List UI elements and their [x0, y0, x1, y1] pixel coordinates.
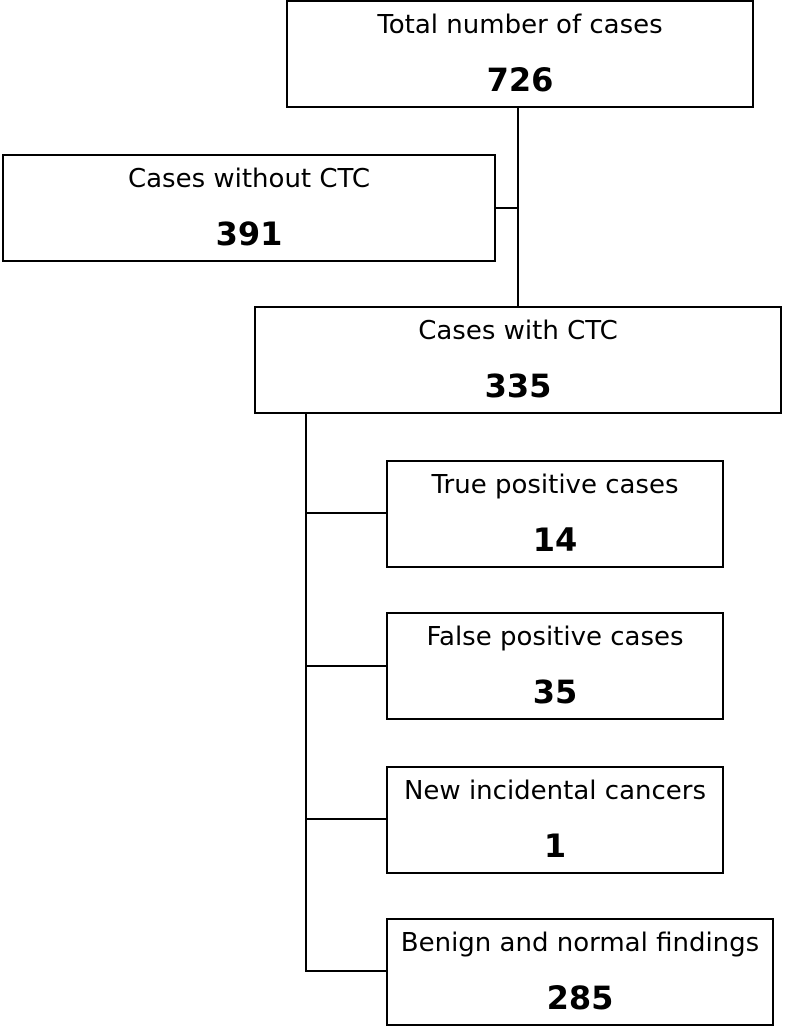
connector-branch-without-ctc: [496, 207, 518, 209]
node-cases-without-ctc: Cases without CTC 391: [2, 154, 496, 262]
connector-branch-true-positive: [305, 512, 386, 514]
node-new-incidental-cancers: New incidental cancers 1: [386, 766, 724, 874]
node-cases-with-ctc: Cases with CTC 335: [254, 306, 782, 414]
connector-with-ctc-trunk: [305, 414, 307, 971]
node-total-cases: Total number of cases 726: [286, 0, 754, 108]
node-true-positive: True positive cases 14: [386, 460, 724, 568]
node-false-positive: False positive cases 35: [386, 612, 724, 720]
connector-branch-new-incidental: [305, 818, 386, 820]
connector-branch-benign-normal: [305, 970, 386, 972]
node-true-positive-label: True positive cases: [431, 470, 679, 500]
node-cases-with-ctc-count: 335: [484, 367, 552, 405]
node-false-positive-label: False positive cases: [426, 622, 684, 652]
connector-total-to-with-ctc: [517, 108, 519, 306]
node-cases-without-ctc-count: 391: [215, 215, 283, 253]
node-cases-without-ctc-label: Cases without CTC: [127, 164, 371, 194]
node-new-incidental-cancers-label: New incidental cancers: [403, 776, 707, 806]
node-benign-normal-findings-count: 285: [546, 979, 614, 1017]
connector-branch-false-positive: [305, 665, 386, 667]
node-true-positive-count: 14: [532, 521, 578, 559]
node-new-incidental-cancers-count: 1: [543, 827, 567, 865]
node-cases-with-ctc-label: Cases with CTC: [418, 316, 618, 346]
node-benign-normal-findings-label: Benign and normal findings: [400, 928, 760, 958]
node-total-cases-label: Total number of cases: [377, 10, 663, 40]
node-total-cases-count: 726: [486, 61, 554, 99]
node-benign-normal-findings: Benign and normal findings 285: [386, 918, 774, 1026]
node-false-positive-count: 35: [532, 673, 578, 711]
